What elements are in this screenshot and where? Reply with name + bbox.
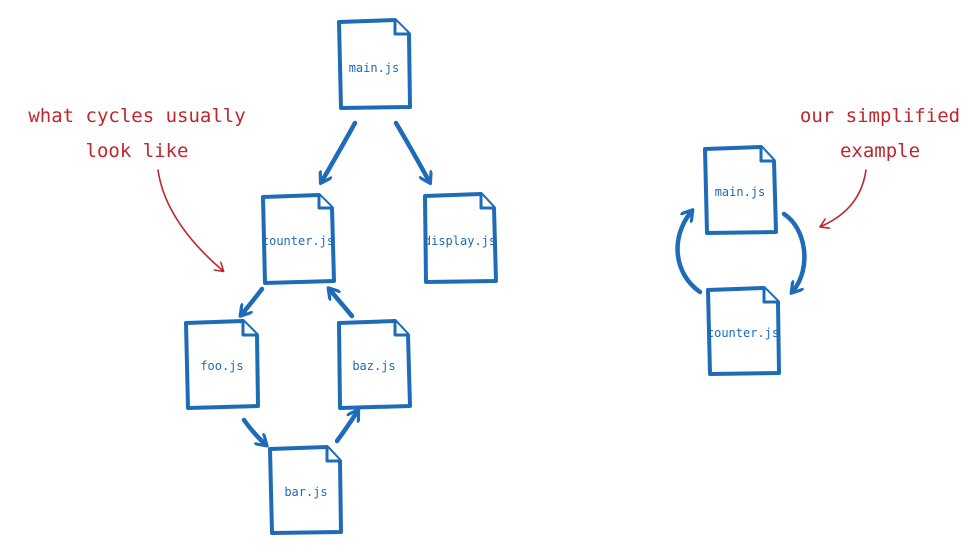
file-icon <box>706 286 781 376</box>
file-fold-icon <box>317 193 334 210</box>
file-label-counter-js: counter.js <box>262 234 334 248</box>
arrow-counter-to-foo <box>242 286 265 314</box>
note-pointer-arrow <box>157 169 222 270</box>
file-fold-icon <box>393 319 410 337</box>
file-fold-icon <box>759 145 776 163</box>
file-simple-counter-js: counter.js <box>706 286 781 376</box>
file-baz-js: baz.js <box>337 319 412 410</box>
file-icon <box>337 319 412 410</box>
note-pointer-arrow <box>822 169 867 226</box>
file-icon <box>423 192 498 284</box>
file-main-js: main.js <box>337 18 412 110</box>
note-line-2: look like <box>86 140 189 162</box>
file-fold-icon <box>241 319 259 337</box>
note-line-2: example <box>840 140 920 162</box>
file-label-simple-counter-js: counter.js <box>707 326 779 340</box>
file-label-baz-js: baz.js <box>352 359 395 373</box>
file-label-simple-main-js: main.js <box>715 185 766 199</box>
file-foo-js: foo.js <box>184 319 260 410</box>
file-fold-icon <box>762 286 780 304</box>
file-fold-icon <box>325 445 342 463</box>
arrow-baz-to-counter <box>330 290 355 319</box>
note-line-1: our simplified <box>800 105 960 127</box>
file-icon <box>261 193 336 285</box>
file-icon <box>184 319 260 410</box>
file-icon <box>337 18 412 110</box>
arrow-main-to-counter <box>322 120 358 181</box>
arrow-main-to-display <box>393 120 429 181</box>
arrow-simple-main-to-counter <box>781 211 807 291</box>
file-display-js: display.js <box>423 192 498 284</box>
file-fold-icon <box>393 18 411 36</box>
file-label-foo-js: foo.js <box>200 359 243 373</box>
file-simple-main-js: main.js <box>703 145 778 235</box>
file-label-main-js: main.js <box>349 61 400 75</box>
arrow-simple-counter-to-main <box>675 212 703 295</box>
file-bar-js: bar.js <box>268 445 343 535</box>
file-label-bar-js: bar.js <box>284 485 327 499</box>
file-counter-js: counter.js <box>261 193 336 285</box>
arrow-foo-to-bar <box>241 417 265 444</box>
file-icon <box>268 445 343 535</box>
arrow-bar-to-baz <box>334 412 357 444</box>
note-line-1: what cycles usually <box>28 105 245 127</box>
file-label-display-js: display.js <box>424 234 496 248</box>
note-typical-cycles: what cycles usually look like <box>28 105 246 270</box>
file-icon <box>703 145 778 235</box>
file-fold-icon <box>479 192 496 210</box>
note-simplified-example: our simplified example <box>800 105 960 226</box>
